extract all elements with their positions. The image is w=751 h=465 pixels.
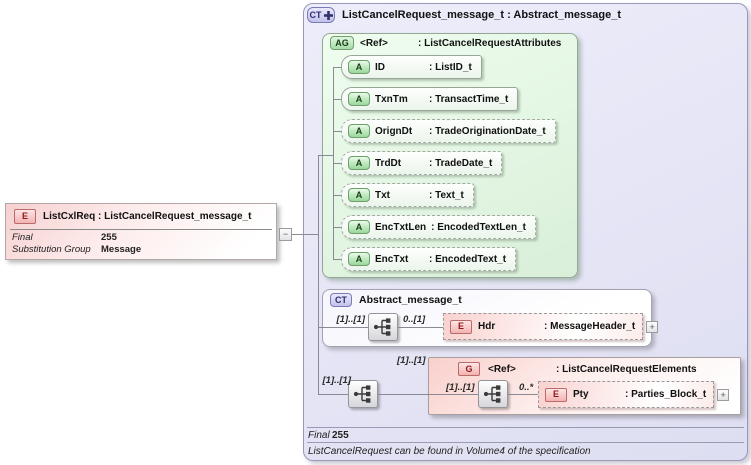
element-listcxlreq-header: E ListCxlReq : ListCancelRequest_message… xyxy=(14,209,251,224)
footer-annotation: ListCancelRequest can be found in Volume… xyxy=(308,446,591,457)
attribute-badge: A xyxy=(348,188,370,202)
sequence-glyph xyxy=(353,385,371,403)
attribute-group-ref: <Ref> xyxy=(360,37,388,49)
connector-line xyxy=(333,131,341,132)
connector-line xyxy=(318,155,319,394)
attribute-type: : TransactTime_t xyxy=(429,93,509,105)
connector-line xyxy=(318,394,348,395)
attribute-txt[interactable]: A Txt : Text_t xyxy=(341,183,474,207)
attribute-name: OrignDt xyxy=(375,125,413,137)
sequence-glyph xyxy=(373,318,391,336)
connector-line xyxy=(333,195,341,196)
element-pty[interactable]: E Pty : Parties_Block_t xyxy=(538,381,715,408)
attribute-type: : Text_t xyxy=(429,189,464,201)
element-title: ListCxlReq : ListCancelRequest_message_t xyxy=(43,211,252,222)
attribute-name: ID xyxy=(375,61,385,73)
sequence-icon[interactable] xyxy=(348,380,378,408)
expand-hdr-button[interactable]: + xyxy=(646,320,659,333)
element-badge: E xyxy=(545,387,567,402)
property-value: 255 xyxy=(101,232,117,243)
connector-line xyxy=(398,327,443,328)
sequence-icon[interactable] xyxy=(368,313,398,341)
element-type: : MessageHeader_t xyxy=(544,321,636,332)
attribute-group-type: : ListCancelRequestAttributes xyxy=(418,37,562,49)
group-cardinality: [1]..[1] xyxy=(397,355,426,366)
connector-line xyxy=(333,99,341,100)
divider xyxy=(10,229,272,230)
attribute-name: Txt xyxy=(375,189,390,201)
plus-icon xyxy=(323,10,333,20)
complextype-badge-label: CT xyxy=(309,9,322,20)
connector-line xyxy=(333,67,341,68)
element-hdr[interactable]: E Hdr : MessageHeader_t xyxy=(443,313,644,340)
inner-sequence-cardinality: [1]..[1] xyxy=(446,382,475,393)
attribute-type: : EncodedTextLen_t xyxy=(431,221,526,233)
footer-divider xyxy=(307,442,744,443)
complextype-header: CT ListCancelRequest_message_t : Abstrac… xyxy=(307,7,621,23)
base-type-badge: CT xyxy=(330,293,352,307)
pty-cardinality: 0..* xyxy=(519,382,534,393)
attribute-type: : TradeDate_t xyxy=(429,157,493,169)
attribute-group-header: AG <Ref> : ListCancelRequestAttributes xyxy=(330,36,561,50)
sequence-glyph xyxy=(483,385,501,403)
attribute-type: : EncodedText_t xyxy=(429,253,507,265)
connector-line xyxy=(318,327,368,328)
property-label: Final xyxy=(12,232,33,243)
element-badge: E xyxy=(450,319,472,334)
attribute-badge: A xyxy=(348,220,370,234)
collapse-button[interactable]: − xyxy=(279,228,292,241)
element-name: Pty xyxy=(573,389,589,400)
element-listcxlreq[interactable]: E ListCxlReq : ListCancelRequest_message… xyxy=(5,203,277,260)
hdr-cardinality: 0..[1] xyxy=(403,314,426,325)
base-type-title: Abstract_message_t xyxy=(359,294,462,306)
attribute-name: EncTxt xyxy=(375,253,409,265)
attribute-badge: A xyxy=(348,252,370,266)
elements-group-header: G <Ref> : ListCancelRequestElements xyxy=(458,362,697,376)
connector-line xyxy=(508,394,538,395)
attribute-name: TrdDt xyxy=(375,157,402,169)
complextype-title: ListCancelRequest_message_t : Abstract_m… xyxy=(342,9,621,21)
connector-line xyxy=(292,234,318,235)
element-type: : Parties_Block_t xyxy=(625,389,707,400)
attribute-enctxt[interactable]: A EncTxt : EncodedText_t xyxy=(341,247,517,271)
attribute-enctxtlen[interactable]: A EncTxtLen : EncodedTextLen_t xyxy=(341,215,536,239)
attribute-name: EncTxtLen xyxy=(375,221,427,233)
group-type: : ListCancelRequestElements xyxy=(556,363,697,375)
expand-pty-button[interactable]: + xyxy=(717,388,730,401)
connector-line xyxy=(318,155,334,156)
attribute-badge: A xyxy=(348,60,370,74)
attribute-trddt[interactable]: A TrdDt : TradeDate_t xyxy=(341,151,503,175)
group-ref: <Ref> xyxy=(488,363,516,375)
connector-line xyxy=(378,394,478,395)
group-badge: G xyxy=(458,362,480,376)
sequence-cardinality: [1]..[1] xyxy=(336,314,366,325)
connector-line xyxy=(333,259,341,260)
element-hdr-row: E Hdr : MessageHeader_t + xyxy=(443,313,659,340)
footer-divider xyxy=(307,427,744,428)
attribute-group-badge: AG xyxy=(330,36,354,50)
attribute-name: TxnTm xyxy=(375,93,408,105)
complextype-badge: CT xyxy=(307,7,335,23)
base-type-header: CT Abstract_message_t xyxy=(330,293,462,307)
attribute-type: : ListID_t xyxy=(429,61,472,73)
bottom-sequence-cardinality: [1]..[1] xyxy=(322,375,352,386)
attribute-id[interactable]: A ID : ListID_t xyxy=(341,55,482,79)
property-value: Message xyxy=(101,244,142,255)
attribute-txntm[interactable]: A TxnTm : TransactTime_t xyxy=(341,87,519,111)
attribute-origndt[interactable]: A OrignDt : TradeOriginationDate_t xyxy=(341,119,556,143)
element-name: Hdr xyxy=(478,321,496,332)
element-pty-row: E Pty : Parties_Block_t + xyxy=(538,381,730,408)
element-badge: E xyxy=(14,209,36,224)
sequence-icon[interactable] xyxy=(478,380,508,408)
connector-line xyxy=(333,163,341,164)
footer-final-value: 255 xyxy=(332,430,349,441)
attribute-badge: A xyxy=(348,156,370,170)
attribute-badge: A xyxy=(348,92,370,106)
property-label: Substitution Group xyxy=(12,244,91,255)
attribute-badge: A xyxy=(348,124,370,138)
attribute-type: : TradeOriginationDate_t xyxy=(429,125,546,137)
connector-line xyxy=(333,227,341,228)
footer-final-label: Final xyxy=(308,430,330,441)
